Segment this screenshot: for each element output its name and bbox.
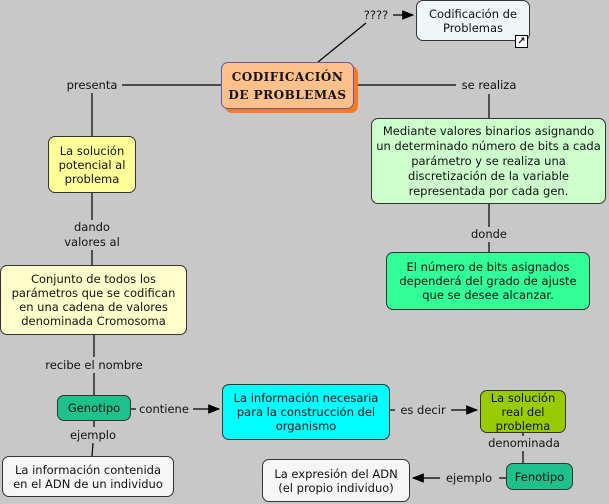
concept-text: La solución real del problema bbox=[490, 390, 556, 433]
link-label-presenta[interactable]: presenta bbox=[64, 78, 120, 92]
link-label-ejemplo-2[interactable]: ejemplo bbox=[443, 471, 495, 485]
concept-mediante[interactable]: Mediante valores binarios asignando un d… bbox=[371, 118, 606, 204]
concept-info-necesaria[interactable]: La información necesaria para la constru… bbox=[222, 384, 390, 440]
concept-text: El número de bits asignados dependerá de… bbox=[399, 260, 577, 302]
concept-text: CODIFICACIÓN DE PROBLEMAS bbox=[228, 69, 347, 102]
link-label-dando-valores[interactable]: dando valores al bbox=[59, 220, 125, 250]
concept-text: La expresión del ADN (el propio individu… bbox=[274, 466, 398, 495]
link-label-q[interactable]: ???? bbox=[361, 8, 391, 22]
concept-text: Fenotipo bbox=[514, 469, 565, 484]
link-label-es-decir[interactable]: es decir bbox=[398, 403, 448, 417]
concept-text: Conjunto de todos los parámetros que se … bbox=[11, 272, 176, 328]
link-label-recibe[interactable]: recibe el nombre bbox=[43, 358, 145, 372]
concept-fenotipo[interactable]: Fenotipo bbox=[506, 463, 573, 490]
link-label-se-realiza[interactable]: se realiza bbox=[459, 78, 519, 92]
concept-conjunto[interactable]: Conjunto de todos los parámetros que se … bbox=[0, 265, 187, 335]
concept-main[interactable]: CODIFICACIÓN DE PROBLEMAS bbox=[221, 62, 354, 109]
link-label-denominada[interactable]: denominada bbox=[486, 436, 562, 450]
concept-text: La solución potencial al problema bbox=[58, 143, 126, 186]
concept-text: Codificación de Problemas bbox=[428, 6, 518, 35]
concept-solucion-real[interactable]: La solución real del problema bbox=[480, 390, 566, 433]
concept-solucion-potencial[interactable]: La solución potencial al problema bbox=[48, 136, 136, 193]
concept-expresion-adn[interactable]: La expresión del ADN (el propio individu… bbox=[262, 459, 410, 502]
concept-text: La información contenida en el ADN de un… bbox=[13, 462, 163, 491]
link-label-ejemplo[interactable]: ejemplo bbox=[67, 428, 119, 442]
concept-text: La información necesaria para la constru… bbox=[233, 391, 379, 433]
concept-text: Mediante valores binarios asignando un d… bbox=[376, 123, 601, 198]
concept-genotipo[interactable]: Genotipo bbox=[57, 395, 131, 421]
concept-text: Genotipo bbox=[67, 401, 121, 415]
concept-numero-bits[interactable]: El número de bits asignados dependerá de… bbox=[386, 252, 590, 310]
link-label-donde[interactable]: donde bbox=[469, 227, 509, 241]
concept-info-contenida[interactable]: La información contenida en el ADN de un… bbox=[2, 456, 174, 497]
link-label-contiene[interactable]: contiene bbox=[137, 402, 191, 416]
external-link-arrow-icon[interactable]: ↗ bbox=[515, 35, 528, 48]
concept-linked-map[interactable]: Codificación de Problemas bbox=[416, 0, 530, 41]
